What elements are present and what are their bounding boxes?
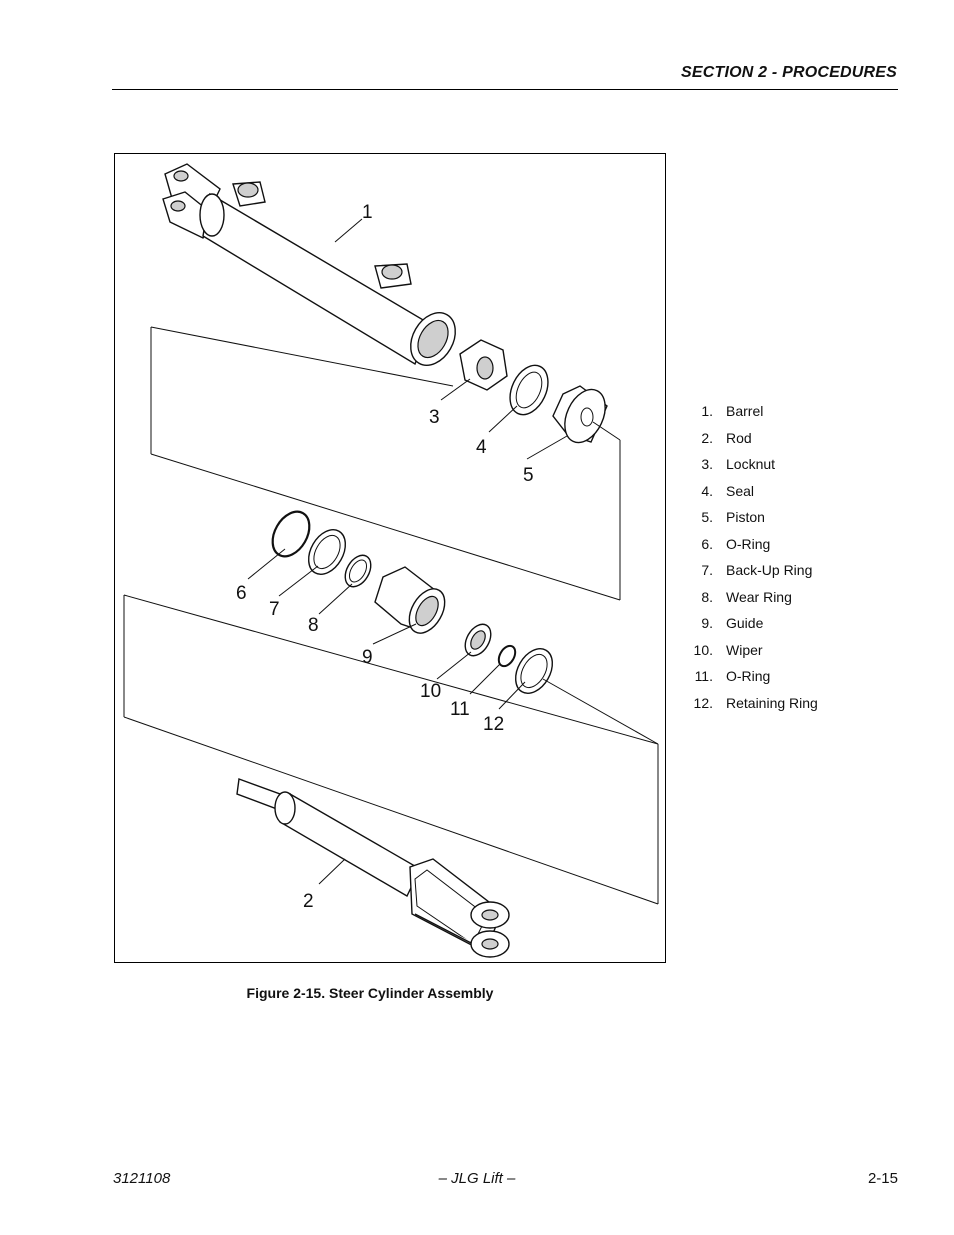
callout-1: 1 bbox=[362, 202, 373, 223]
callout-3: 3 bbox=[429, 407, 440, 428]
legend-item: 9. Guide bbox=[682, 615, 763, 642]
legend-label: Back-Up Ring bbox=[726, 562, 813, 578]
back-up-ring-part bbox=[307, 529, 347, 575]
callout-5: 5 bbox=[523, 465, 534, 486]
legend-number: 3. bbox=[701, 456, 713, 472]
legend-item: 5. Piston bbox=[682, 509, 765, 536]
barrel-part bbox=[162, 163, 456, 366]
publisher-name: – JLG Lift – bbox=[438, 1170, 516, 1187]
document-number: 3121108 bbox=[113, 1170, 171, 1187]
callout-10: 10 bbox=[420, 681, 441, 702]
rod-part bbox=[236, 778, 510, 958]
legend-number: 11. bbox=[694, 668, 713, 684]
callout-9: 9 bbox=[362, 647, 373, 668]
header-rule bbox=[112, 89, 898, 90]
legend-item: 10. Wiper bbox=[682, 641, 763, 669]
legend-item: 12. Retaining Ring bbox=[682, 694, 818, 722]
legend-number: 10. bbox=[693, 641, 713, 658]
callout-12: 12 bbox=[483, 714, 504, 735]
legend-item: 11. O-Ring bbox=[682, 668, 771, 695]
legend-label: Wear Ring bbox=[726, 588, 792, 605]
legend-item: 4. Seal bbox=[682, 482, 754, 510]
legend-number: 6. bbox=[701, 535, 713, 552]
legend-label: Retaining Ring bbox=[726, 694, 818, 711]
legend-number: 12. bbox=[693, 694, 713, 711]
legend-label: Piston bbox=[726, 509, 765, 525]
figure-caption: Figure 2-15. Steer Cylinder Assembly bbox=[246, 985, 494, 1001]
legend-label: Locknut bbox=[726, 456, 776, 472]
callout-8: 8 bbox=[308, 615, 319, 636]
legend-label: O-Ring bbox=[726, 668, 771, 684]
section-title: SECTION 2 - PROCEDURES bbox=[681, 64, 897, 81]
callout-7: 7 bbox=[269, 599, 280, 620]
piston-part bbox=[552, 385, 608, 444]
legend-number: 5. bbox=[701, 509, 713, 525]
page-number: 2-15 bbox=[867, 1170, 898, 1187]
steer-cylinder-illustration: 1 2 3 4 5 6 7 8 9 10 11 12 bbox=[123, 163, 659, 958]
legend-item: 1. Barrel bbox=[682, 403, 763, 430]
wiper-part bbox=[464, 623, 492, 657]
callout-11: 11 bbox=[450, 699, 470, 720]
legend-number: 1. bbox=[701, 403, 713, 419]
o-ring-part bbox=[271, 510, 311, 558]
locknut-part bbox=[459, 339, 508, 391]
legend-label: Seal bbox=[726, 482, 755, 499]
legend-label: Barrel bbox=[726, 403, 764, 419]
legend-label: Wiper bbox=[726, 641, 763, 658]
legend-item: 7. Back-Up Ring bbox=[682, 562, 812, 589]
wear-ring-part bbox=[344, 554, 372, 588]
legend-item: 2. Rod bbox=[682, 429, 751, 457]
callout-2: 2 bbox=[303, 891, 314, 912]
legend-number: 9. bbox=[701, 615, 713, 631]
legend-label: Rod bbox=[726, 429, 752, 446]
legend-number: 7. bbox=[701, 562, 713, 578]
legend-number: 8. bbox=[701, 588, 713, 605]
callout-4: 4 bbox=[476, 437, 487, 458]
legend-number: 2. bbox=[701, 429, 713, 446]
legend-label: Guide bbox=[726, 615, 764, 631]
legend-item: 8. Wear Ring bbox=[682, 588, 792, 616]
figure-frame: 1 2 3 4 5 6 7 8 9 10 11 12 bbox=[114, 153, 666, 963]
legend-label: O-Ring bbox=[726, 535, 771, 552]
legend-number: 4. bbox=[701, 482, 713, 499]
legend-item: 3. Locknut bbox=[682, 456, 775, 483]
guide-part bbox=[374, 566, 446, 634]
seal-part bbox=[509, 364, 549, 416]
parts-legend: 1. Barrel 2. Rod 3. Locknut 4. Seal 5. Piston… bbox=[682, 403, 818, 722]
callout-6: 6 bbox=[236, 583, 247, 604]
o-ring-small-part bbox=[497, 644, 517, 668]
legend-item: 6. O-Ring bbox=[682, 535, 770, 563]
